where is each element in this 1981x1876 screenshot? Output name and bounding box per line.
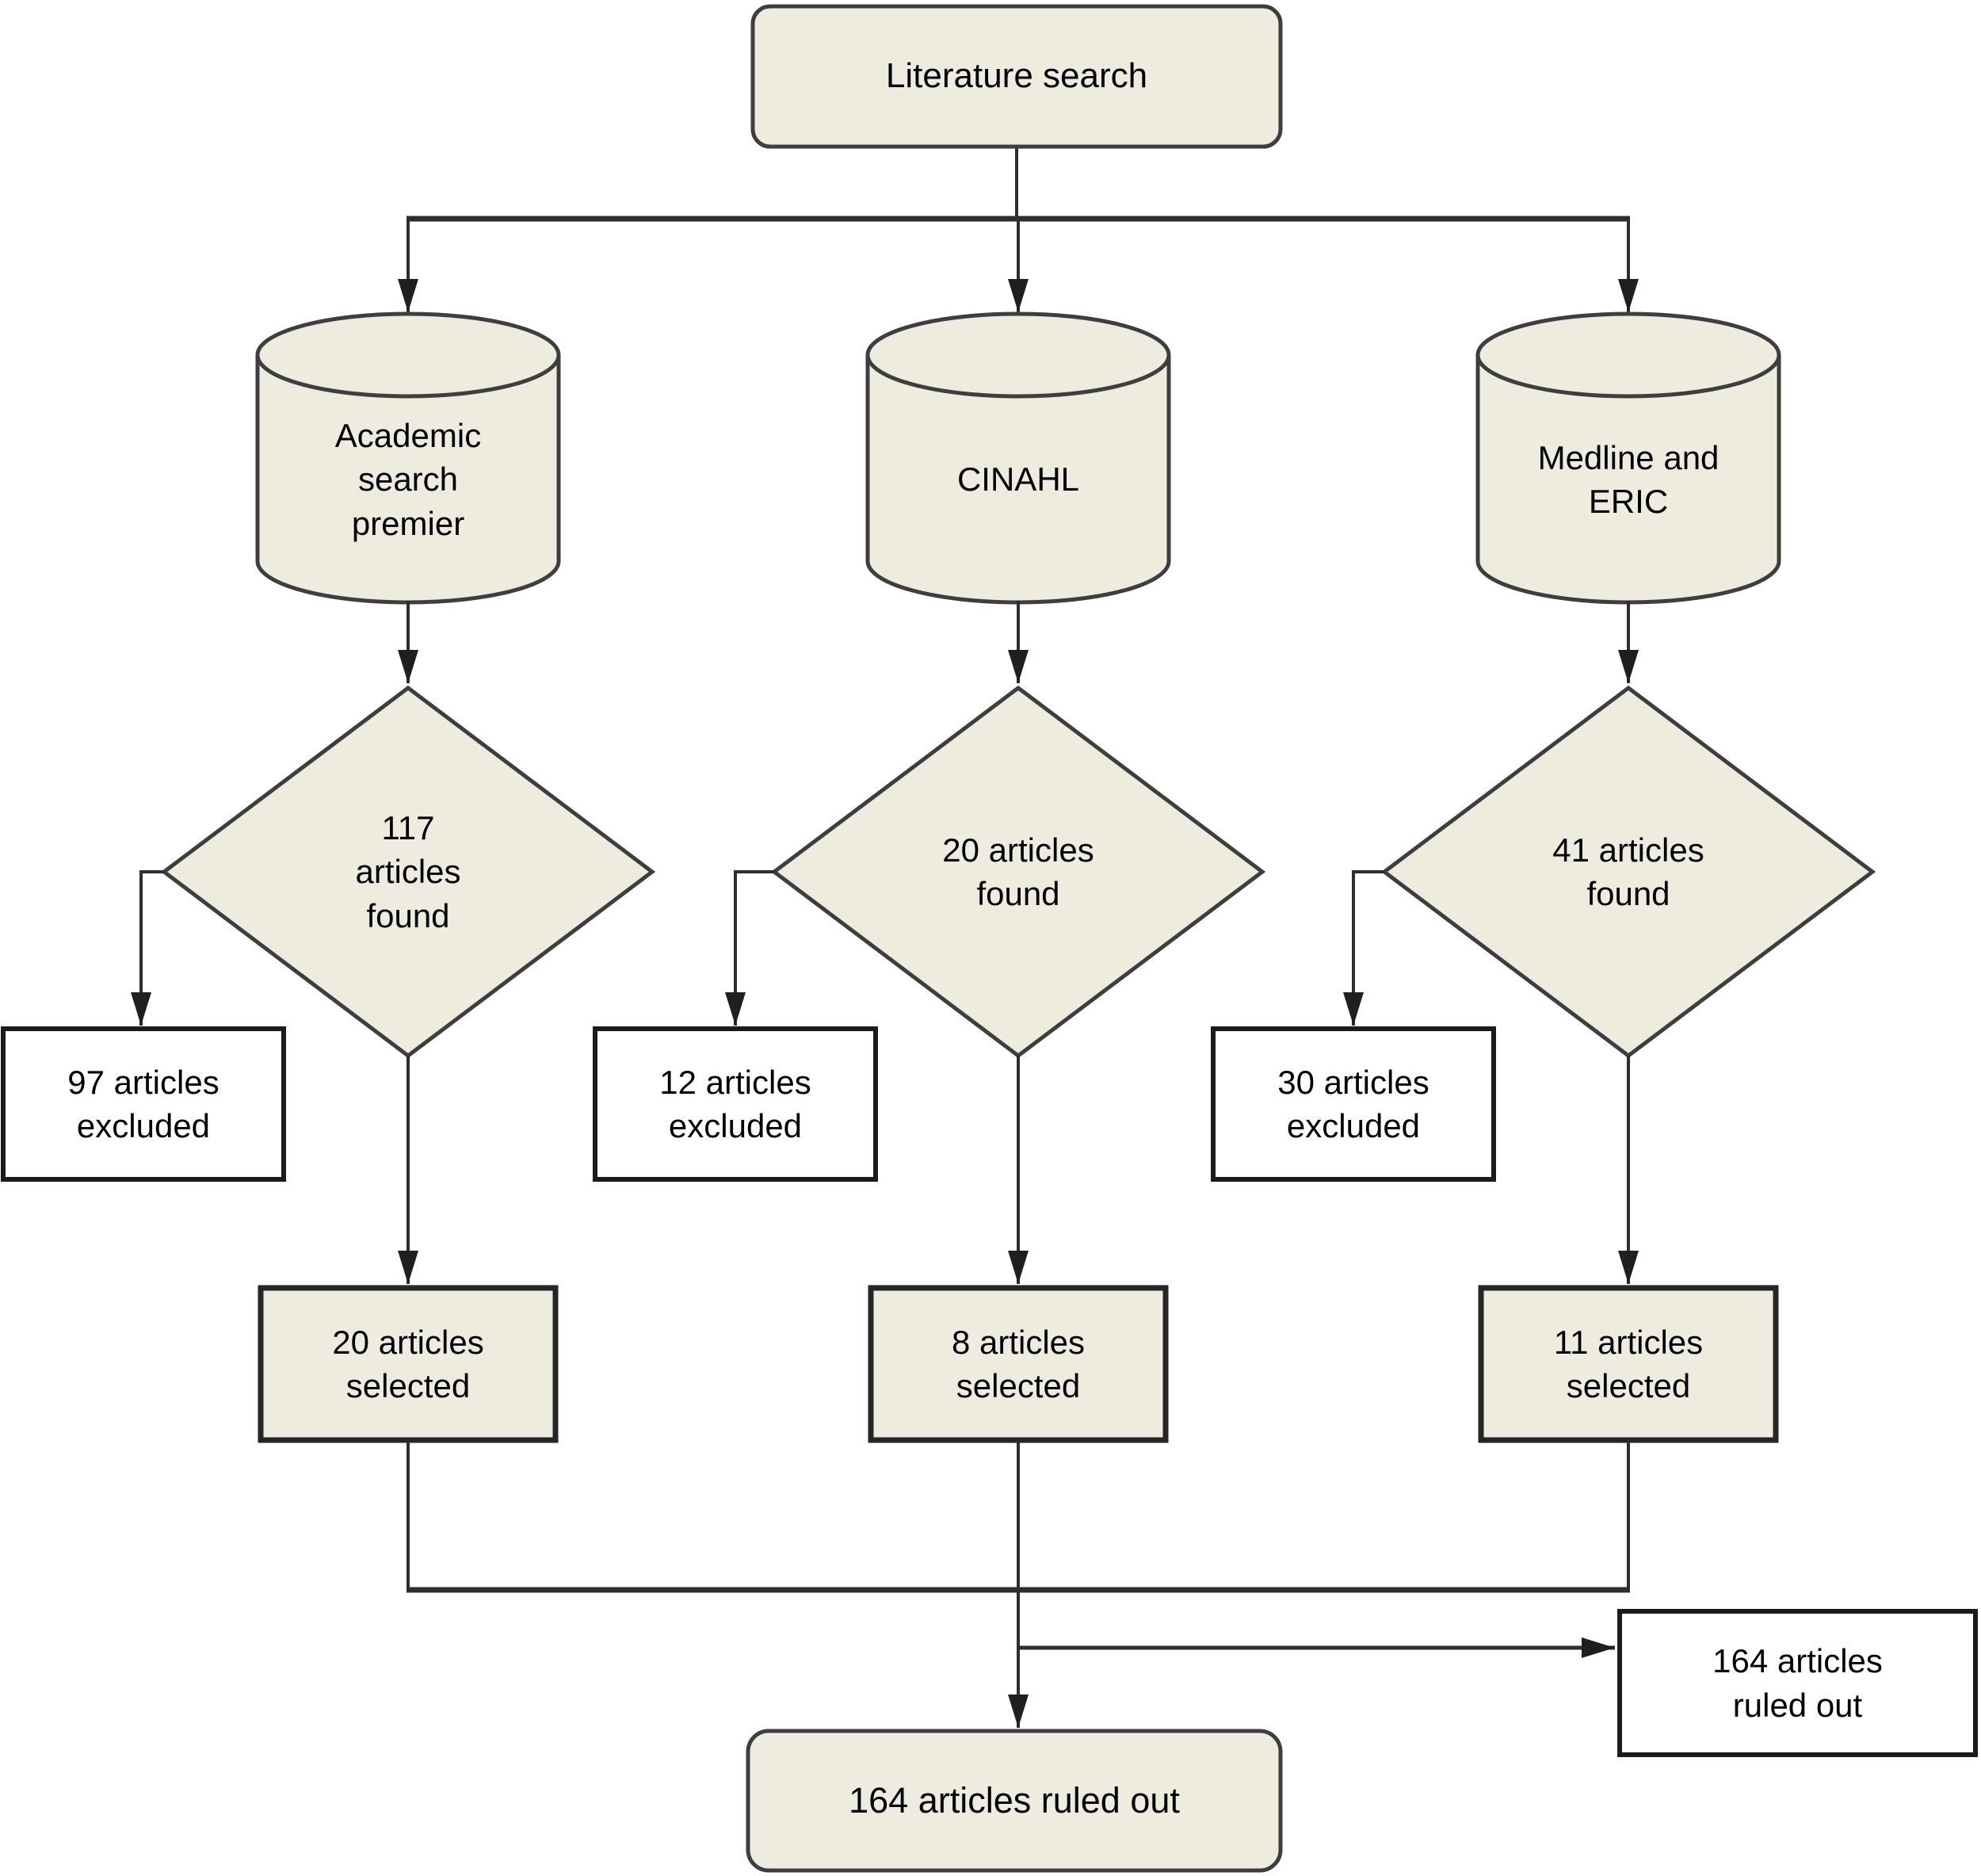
- decision-cinahl-label: 20 articles found: [942, 831, 1094, 912]
- excluded-cinahl-label: 12 articles excluded: [659, 1063, 811, 1144]
- box-ruled-out-side: [1617, 1609, 1978, 1757]
- ruled-out-bottom-label: 164 articles ruled out: [849, 1780, 1180, 1821]
- cylinder-academic-search-premier: [255, 311, 561, 605]
- ruled-out-side-label: 164 articles ruled out: [1712, 1642, 1883, 1724]
- box-academic-excluded: [1, 1026, 286, 1182]
- excluded-medline-label: 30 articles excluded: [1277, 1063, 1429, 1144]
- cylinder-cinahl: [865, 311, 1171, 605]
- connector-medline-decision-to-excluded: [1343, 870, 1384, 1026]
- decision-academic-label: 117 articles found: [355, 808, 461, 934]
- connector-academic-decision-to-excluded: [131, 870, 164, 1026]
- box-academic-selected: [258, 1285, 559, 1443]
- box-medline-selected: [1478, 1285, 1779, 1443]
- selected-medline-label: 11 articles selected: [1553, 1323, 1704, 1404]
- node-literature-search: [750, 4, 1283, 149]
- decision-medline-label: 41 articles found: [1552, 831, 1704, 912]
- selected-academic-label: 20 articles selected: [332, 1323, 484, 1404]
- database-cinahl-label: CINAHL: [956, 460, 1080, 499]
- excluded-academic-label: 97 articles excluded: [67, 1063, 219, 1144]
- database-academic-label: Academic search premier: [334, 416, 482, 542]
- box-cinahl-excluded: [593, 1026, 878, 1182]
- literature-search-label: Literature search: [885, 56, 1148, 96]
- box-ruled-out-bottom: [746, 1729, 1283, 1873]
- database-medline-label: Medline and ERIC: [1537, 438, 1720, 520]
- selected-cinahl-label: 8 articles selected: [951, 1323, 1086, 1404]
- box-medline-excluded: [1211, 1026, 1496, 1182]
- connector-cinahl-decision-to-excluded: [725, 870, 774, 1026]
- cylinder-medline-eric: [1475, 311, 1781, 605]
